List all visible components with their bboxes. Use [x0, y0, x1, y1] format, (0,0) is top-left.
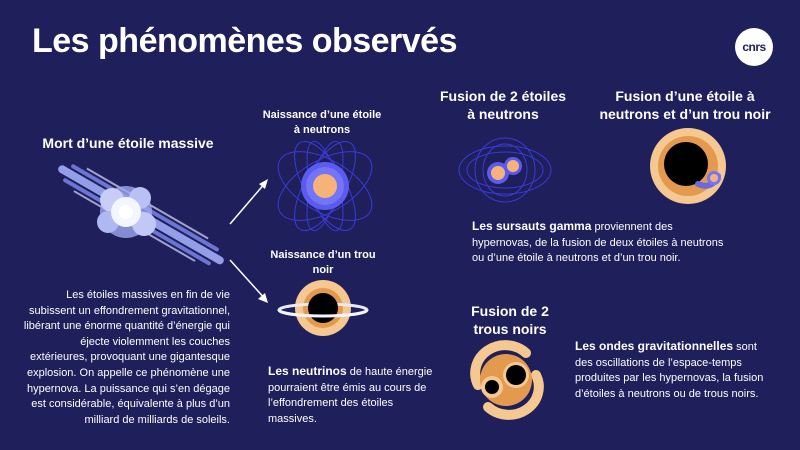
- binary-black-hole-illustration: [470, 340, 544, 420]
- fusion-two-blackholes-heading: Fusion de 2 trous noirs: [471, 303, 549, 337]
- gravitational-waves-emphasis: Les ondes gravitationnelles: [575, 339, 734, 353]
- page-title: Les phénomènes observés: [32, 22, 458, 60]
- neutron-star-illustration: [277, 140, 373, 232]
- neutron-blackhole-merger-illustration: [650, 128, 726, 204]
- gamma-text: proviennent des hypernovas, de la fusion…: [472, 221, 724, 265]
- neutrinos-emphasis: Les neutrinos: [268, 364, 347, 378]
- neutrinos-text: de haute énergie pourraient être émis au…: [268, 366, 433, 425]
- gamma-emphasis: Les sursauts gamma: [472, 219, 592, 233]
- cnrs-logo: cnrs: [735, 28, 773, 66]
- arrow-to-black-hole: [229, 259, 268, 303]
- binary-neutron-star-illustration: [458, 137, 552, 203]
- arrow-to-neutron-star: [229, 179, 268, 225]
- neutron-star-birth-heading: Naissance d’une étoile à neutrons: [262, 109, 382, 136]
- gamma-description: Les sursauts gamma proviennent des hyper…: [472, 218, 732, 267]
- hypernova-illustration: [58, 164, 224, 266]
- gravitational-waves-description: Les ondes gravitationnelles sont des osc…: [575, 338, 765, 402]
- fusion-neutron-blackhole-heading: Fusion d’une étoile à neutrons et d’un t…: [599, 88, 771, 122]
- massive-star-heading: Mort d’une étoile massive: [42, 135, 214, 151]
- neutrinos-description: Les neutrinos de haute énergie pourraien…: [268, 363, 438, 427]
- fusion-two-neutron-heading: Fusion de 2 étoiles à neutrons: [439, 88, 567, 122]
- massive-star-description: Les étoiles massives en fin de vie subis…: [23, 289, 230, 426]
- gravitational-waves-text: sont des oscillations de l’espace-temps …: [575, 341, 764, 400]
- black-hole-illustration: [277, 280, 369, 336]
- black-hole-birth-heading: Naissance d’un trou noir: [270, 249, 376, 276]
